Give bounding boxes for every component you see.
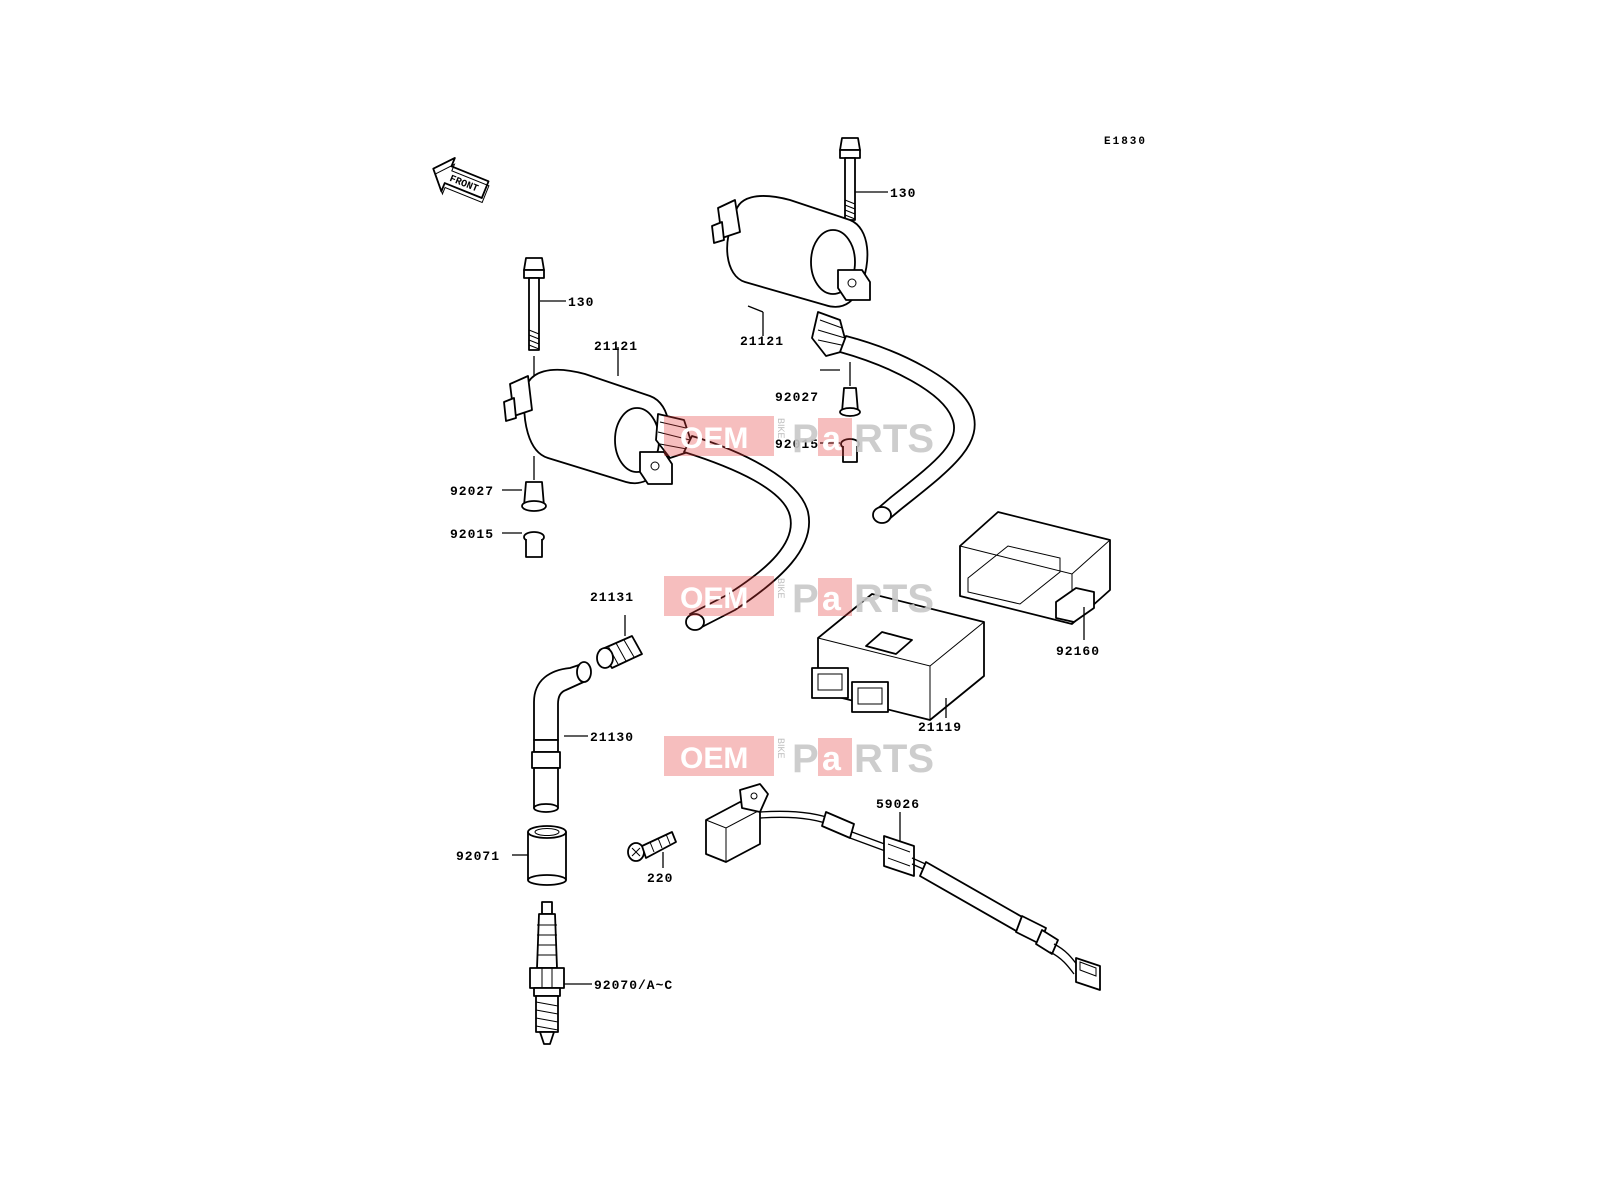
svg-text:RTS: RTS [854, 737, 934, 781]
svg-text:a: a [822, 580, 842, 618]
spark-plug-icon[interactable] [529, 901, 565, 1045]
pickup-coil-icon[interactable] [705, 783, 1101, 991]
svg-text:a: a [822, 420, 842, 458]
svg-text:OEM: OEM [680, 742, 748, 775]
front-arrow-icon: FRONT [432, 157, 490, 204]
bolt-left-icon [523, 257, 545, 351]
svg-text:RTS: RTS [854, 577, 934, 621]
svg-text:a: a [822, 740, 842, 778]
label-bolt-left: 130 [568, 295, 594, 310]
bolt-right-icon [839, 137, 861, 221]
igniter-cover-icon[interactable] [959, 511, 1111, 625]
svg-text:P: P [792, 737, 819, 781]
svg-text:P: P [792, 577, 819, 621]
svg-text:BIKE: BIKE [776, 738, 786, 759]
screw-icon[interactable] [627, 831, 677, 862]
label-collar-right: 92027 [775, 390, 819, 405]
label-coil-right: 21121 [740, 334, 784, 349]
label-collar-left: 92027 [450, 484, 494, 499]
label-igniter: 21119 [918, 720, 962, 735]
label-bush-left: 92015 [450, 527, 494, 542]
label-coil-left: 21121 [594, 339, 638, 354]
svg-text:BIKE: BIKE [776, 418, 786, 439]
svg-text:OEM: OEM [680, 582, 748, 615]
svg-text:OEM: OEM [680, 422, 748, 455]
plug-boot-icon[interactable] [527, 825, 567, 886]
label-screw: 220 [647, 871, 673, 886]
ignition-coil-right[interactable] [711, 137, 976, 524]
label-pickup-coil: 59026 [876, 797, 920, 812]
watermark-3: OEM BIKE P a RTS [664, 736, 934, 781]
label-plug-cap: 21130 [590, 730, 634, 745]
watermark-2: OEM BIKE P a RTS [664, 576, 934, 621]
label-bolt-right: 130 [890, 186, 916, 201]
watermark-1: OEM BIKE P a RTS [664, 416, 934, 461]
label-bush-right: 92015 [775, 437, 819, 452]
cap-seal-icon[interactable] [596, 615, 643, 669]
label-cap-seal: 21131 [590, 590, 634, 605]
label-spark-plug: 92070/A~C [594, 978, 673, 993]
svg-text:BIKE: BIKE [776, 578, 786, 599]
plug-cap-icon[interactable] [531, 661, 592, 813]
svg-text:P: P [792, 417, 819, 461]
diagram-code: E1830 [1104, 136, 1147, 148]
svg-text:RTS: RTS [854, 417, 934, 461]
label-plug-boot: 92071 [456, 849, 500, 864]
igniter-unit-icon[interactable] [811, 593, 985, 721]
label-igniter-cover: 92160 [1056, 644, 1100, 659]
ignition-coil-left[interactable] [503, 257, 811, 631]
